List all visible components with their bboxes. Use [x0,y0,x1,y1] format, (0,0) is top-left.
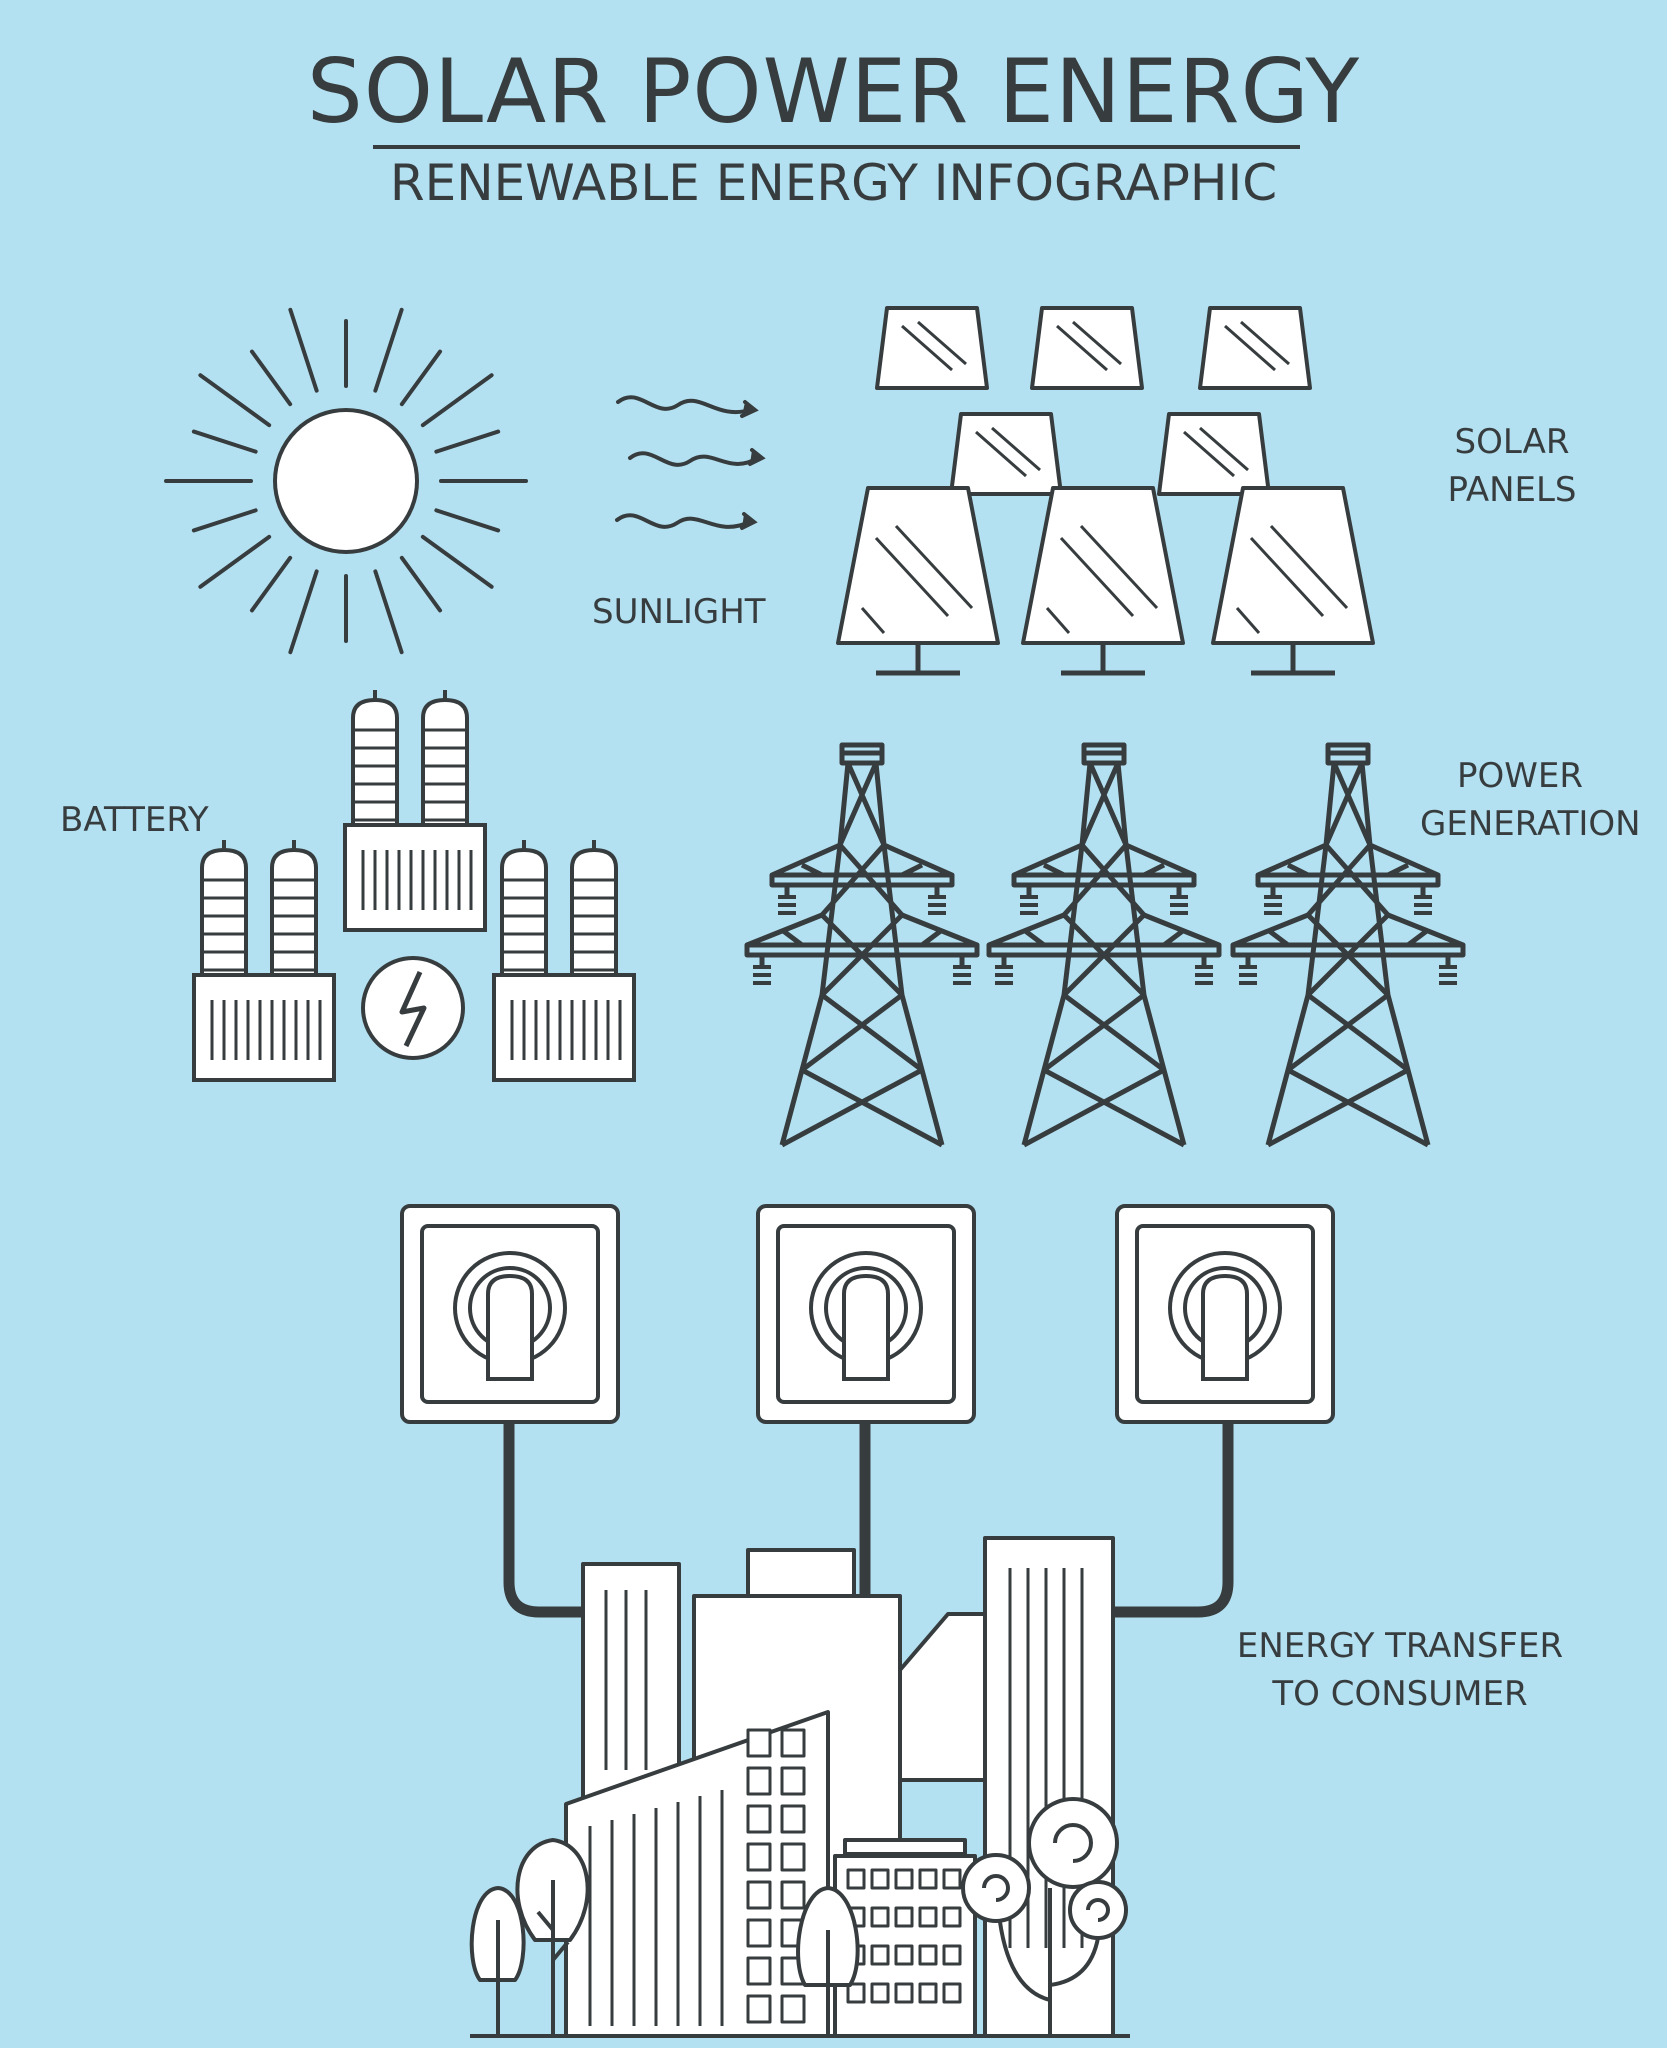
title-underline [373,145,1300,149]
power-generation-label: POWER GENERATION [1420,756,1641,844]
solar-panels-icon [838,306,1373,673]
sunlight-waves-icon [615,395,766,530]
battery-label: BATTERY [60,800,209,840]
solar-panels-label: SOLAR PANELS [1447,422,1577,510]
page-subtitle: RENEWABLE ENERGY INFOGRAPHIC [389,154,1278,212]
sun-icon [164,307,528,655]
sunlight-label: SUNLIGHT [592,592,766,632]
power-tower-icons [747,745,1463,1145]
power-outlet-icons [400,1204,1335,1424]
energy-transfer-label: ENERGY TRANSFER TO CONSUMER [1236,1626,1564,1714]
battery-icon [194,690,634,1080]
page-title: SOLAR POWER ENERGY [306,40,1361,143]
city-icon [469,1536,1128,2038]
